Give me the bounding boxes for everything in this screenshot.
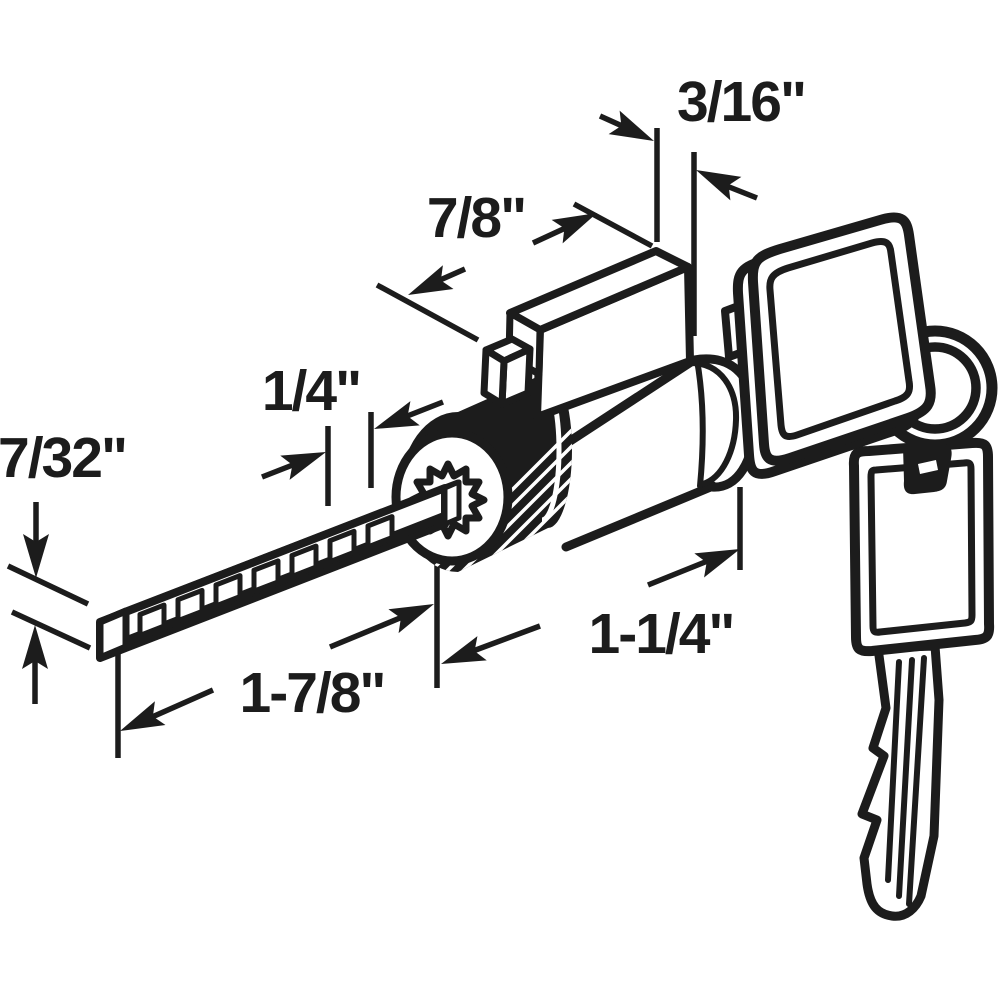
dim-label-7-8: 7/8" (427, 186, 525, 250)
mounting-tab (480, 247, 694, 421)
dimension-cylinder-gap: 3/16" (598, 70, 807, 336)
rack-tailpiece (96, 479, 462, 662)
dimension-rack-length: 1-7/8" (115, 552, 440, 758)
dimension-spline-ring-width: 1/4" (260, 359, 445, 506)
dim-label-7-32: 7/32" (0, 426, 126, 490)
dim-label-3-16: 3/16" (677, 70, 805, 134)
cylinder-body (530, 354, 760, 552)
spare-key-head (848, 437, 995, 657)
dimension-body-length: 1-1/4" (441, 487, 743, 666)
dimension-tab-length: 7/8" (375, 186, 654, 343)
dimension-rack-thickness: 7/32" (0, 426, 128, 704)
inserted-key-head (732, 212, 936, 479)
dim-label-1-4: 1/4" (262, 359, 360, 423)
dim-label-1-1-4: 1-1/4" (589, 602, 734, 666)
rack-end-face (442, 479, 462, 527)
dim-label-1-7-8: 1-7/8" (240, 661, 385, 725)
spare-key (848, 437, 995, 921)
